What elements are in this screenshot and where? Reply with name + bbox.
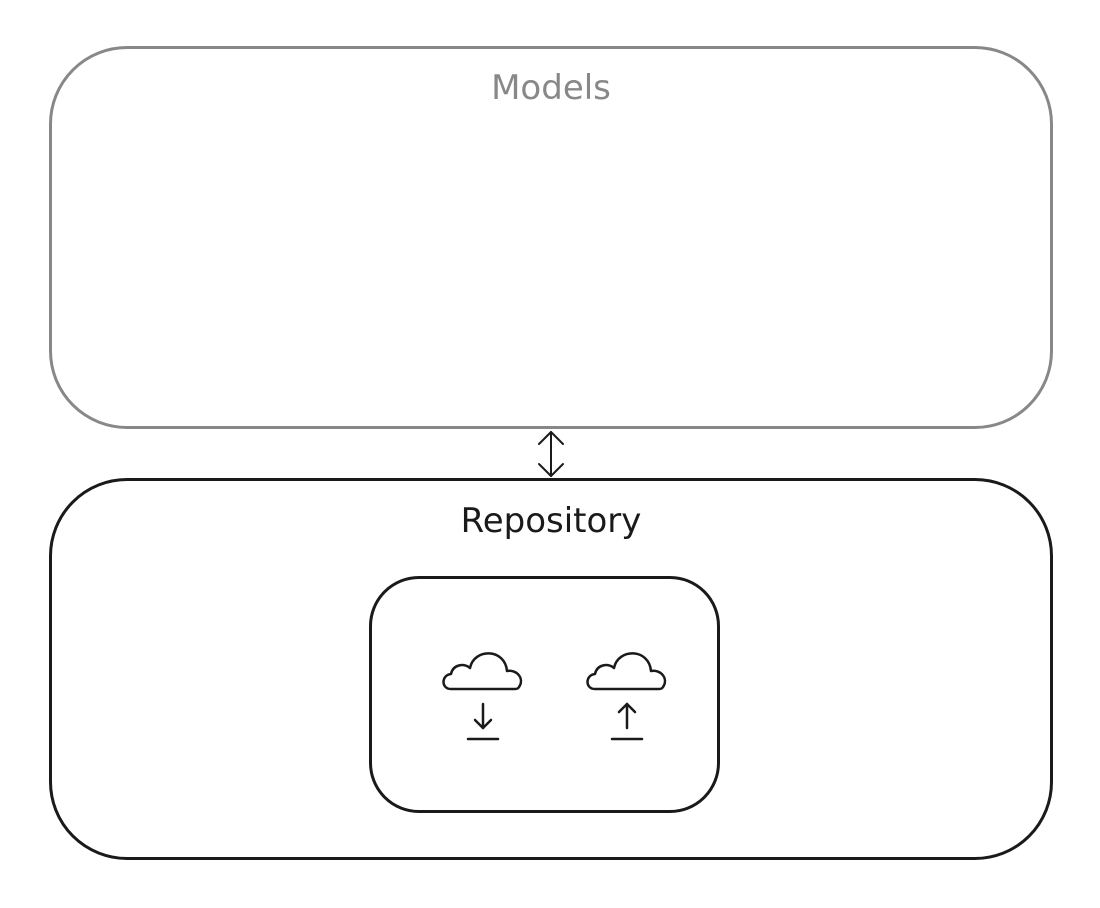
cloud-download-icon <box>442 652 523 741</box>
models-container: Models <box>49 46 1053 429</box>
bidirectional-arrow-icon <box>538 431 564 477</box>
repository-title: Repository <box>460 501 642 541</box>
sync-group <box>369 576 720 813</box>
models-title: Models <box>491 68 611 108</box>
cloud-upload-icon <box>586 652 667 741</box>
repository-container: Repository <box>49 478 1053 860</box>
